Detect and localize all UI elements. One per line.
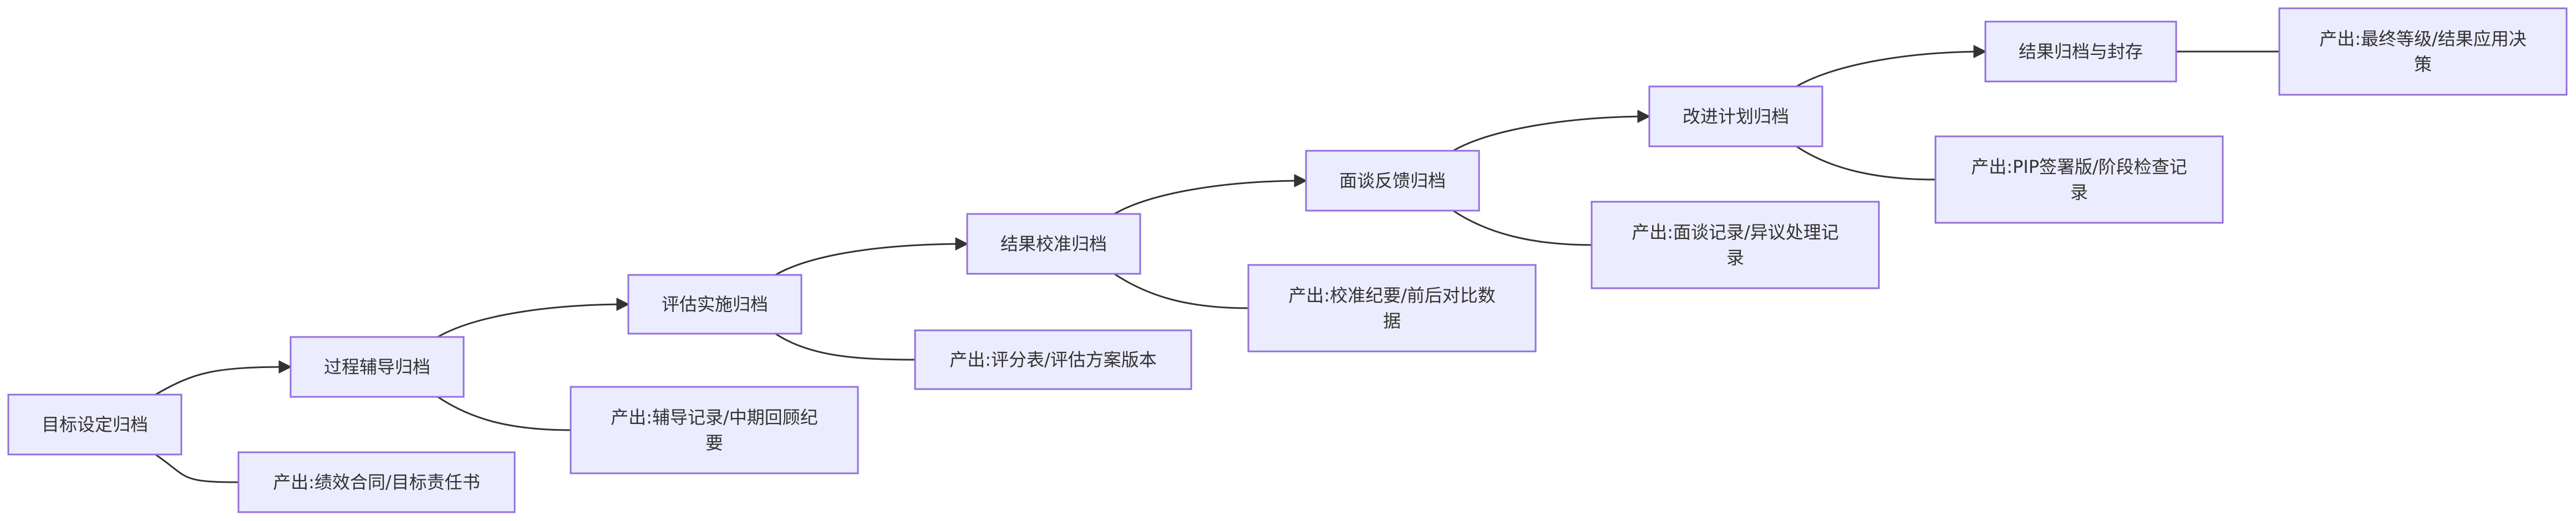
output-node-1-box <box>237 451 516 513</box>
stage-node-2: 过程辅导归档 <box>289 336 465 398</box>
output-node-5-line-2: 录 <box>1726 247 1744 268</box>
output-node-5-box <box>1591 201 1880 289</box>
stage-node-6-label: 改进计划归档 <box>1683 106 1789 127</box>
stage-node-7-label: 结果归档与封存 <box>2019 41 2143 62</box>
output-node-3-box <box>914 329 1192 390</box>
stage-node-6: 改进计划归档 <box>1648 85 1823 147</box>
edge-stage-6-output <box>1796 145 1936 181</box>
output-node-4-line-1: 产出:校准纪要/前后对比数 <box>1288 285 1496 306</box>
edge-stage-2-output <box>437 396 571 431</box>
output-node-3: 产出:评分表/评估方案版本 <box>914 329 1192 390</box>
stage-node-2-box <box>289 336 465 398</box>
output-node-3-line-1: 产出:评分表/评估方案版本 <box>949 349 1157 370</box>
edge-stage-6-to-7 <box>1796 45 1987 88</box>
stage-node-4-label: 结果校准归档 <box>1000 233 1107 254</box>
stage-node-1-label: 目标设定归档 <box>42 414 148 435</box>
output-node-7-line-2: 策 <box>2414 54 2432 75</box>
edge-stage-4-to-5 <box>1114 174 1308 215</box>
output-node-6-box <box>1934 135 2224 224</box>
edge-stage-5-output <box>1452 210 1592 246</box>
stage-node-6-box <box>1648 85 1823 147</box>
stage-node-4-box <box>966 213 1141 275</box>
edge-stage-2-to-3 <box>437 298 630 338</box>
stage-node-5-label: 面谈反馈归档 <box>1339 170 1446 191</box>
edges <box>155 45 2279 483</box>
stage-node-3-box <box>627 274 802 335</box>
output-node-6-line-1: 产出:PIP签署版/阶段检查记 <box>1971 156 2187 177</box>
output-node-4-line-2: 据 <box>1383 310 1401 331</box>
edge-stage-1-to-2 <box>155 360 292 396</box>
edge-stage-4-output <box>1114 273 1249 309</box>
stage-node-7-box <box>1984 21 2177 83</box>
output-node-6-line-2: 录 <box>2070 182 2088 203</box>
output-node-4-box <box>1247 264 1537 353</box>
output-node-2-line-1: 产出:辅导记录/中期回顾纪 <box>611 407 818 428</box>
stage-node-5: 面谈反馈归档 <box>1305 150 1480 212</box>
output-node-2-box <box>570 386 859 474</box>
output-node-2-line-2: 要 <box>705 432 723 453</box>
stage-node-2-label: 过程辅导归档 <box>324 356 430 377</box>
edge-stage-3-to-4 <box>775 237 969 276</box>
stage-node-5-box <box>1305 150 1480 212</box>
edge-stage-5-to-6 <box>1452 110 1651 152</box>
stage-node-3-label: 评估实施归档 <box>662 294 768 315</box>
output-node-7-line-1: 产出:最终等级/结果应用决 <box>2319 28 2527 49</box>
output-node-1-line-1: 产出:绩效合同/目标责任书 <box>273 472 480 493</box>
output-node-7-box <box>2278 7 2568 96</box>
stage-node-1-box <box>7 394 182 456</box>
stage-node-7: 结果归档与封存 <box>1984 21 2177 83</box>
stage-node-4: 结果校准归档 <box>966 213 1141 275</box>
output-node-5-line-1: 产出:面谈记录/异议处理记 <box>1632 222 1839 243</box>
stage-node-1: 目标设定归档 <box>7 394 182 456</box>
stage-node-3: 评估实施归档 <box>627 274 802 335</box>
edge-stage-3-output <box>775 333 916 361</box>
output-node-1: 产出:绩效合同/目标责任书 <box>237 451 516 513</box>
edge-stage-1-output <box>155 453 239 483</box>
